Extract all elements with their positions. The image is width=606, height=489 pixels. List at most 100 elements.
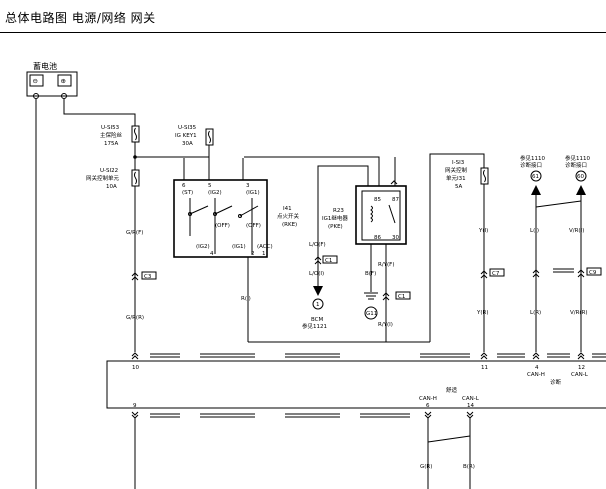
wire-label-lo-i: L/O(I) [309, 271, 324, 277]
wire-label-ry-i: R/Y(I) [378, 322, 393, 328]
module-pin-14: 14 [467, 403, 474, 409]
module-pin-10: 10 [132, 365, 139, 371]
module-pin-4: 4 [535, 365, 539, 371]
bcm-name: BCM [311, 317, 324, 323]
ref61-circle [530, 170, 542, 182]
header-bar: 总体电路图 电源/网络 网关 [0, 0, 606, 33]
fuse-gateway-unit [480, 167, 489, 185]
connector-c1a-box [322, 255, 338, 264]
igsw-pos-off2: (OFF) [246, 223, 261, 229]
igsw-id: I41 [283, 206, 292, 212]
igsw-pin-5: 5 [208, 183, 212, 189]
svg-text:⊕: ⊕ [61, 77, 66, 85]
junction-dot [133, 155, 137, 159]
igsw-pos-acc: (ACC) [257, 244, 273, 250]
connector-c7: C7 [492, 271, 500, 277]
wire-label-l-i: L(I) [530, 228, 539, 234]
igsw-name: 点火开关 [277, 212, 300, 220]
fuse-ig-key1 [205, 128, 214, 146]
igsw-pos-ig2-top: (IG2) [208, 190, 222, 196]
wire-gw-fuse-feed [429, 153, 485, 342]
igsw-pos-st: (ST) [182, 190, 193, 196]
igsw-pos-ig1-top: (IG1) [246, 190, 260, 196]
wire-label-b-r: B(R) [463, 464, 475, 470]
wire-label-b-f: B(F) [365, 271, 376, 277]
module-comfort: 舒适 [446, 386, 458, 394]
connector-c1b-mark [382, 292, 390, 301]
battery-box [26, 71, 78, 97]
relay-pin-87: 87 [392, 197, 399, 203]
relay-name: IG1继电器 [322, 214, 348, 222]
connector-c1a: C1 [325, 258, 332, 264]
battery-label: 蓄电池 [33, 61, 57, 71]
wire-to-igkey1 [135, 145, 210, 158]
twisted-pair-bottom [427, 435, 471, 443]
battery-minus-terminal: ⊖ [29, 74, 44, 87]
fuse-gu-id: I-SI3 [452, 160, 465, 166]
wire-label-r-i: R(I) [241, 296, 251, 302]
ground-g11-circle [364, 306, 378, 320]
ref60-line2: 诊断接口 [565, 161, 587, 169]
connector-c9-box [586, 267, 602, 276]
fuse-gw-name: 网关控制单元 [86, 174, 120, 182]
ground-g11: G11 [366, 311, 377, 317]
connector-c3-mark [131, 272, 139, 281]
igsw-pin-2: 2 [251, 251, 255, 257]
connector-c1a-mark [314, 256, 322, 265]
fuse-main-rating: 175A [104, 141, 118, 147]
wire-label-y-i: Y(I) [478, 228, 488, 234]
ref61-line1: 参见1110 [520, 154, 545, 162]
wire-label-vr-r: V/R(R) [570, 310, 588, 316]
relay-inner [361, 190, 401, 241]
battery-plus-terminal: ⊕ [57, 74, 72, 87]
connector-c3-box [141, 271, 157, 280]
module-can-l-top: CAN-L [571, 372, 589, 378]
ref61-num: 61 [532, 174, 539, 180]
igsw-pin-1: 1 [262, 251, 266, 257]
connector-c7-mark [480, 270, 488, 279]
ref60-circle [575, 170, 587, 182]
fuse-ig-rating: 30A [182, 141, 193, 147]
ref60-num: 60 [577, 174, 584, 180]
bcm-arrow-icon [313, 286, 323, 296]
module-can-h-bot: CAN-H [419, 396, 437, 402]
module-pin-11: 11 [481, 365, 488, 371]
module-top-bus-lines [131, 352, 606, 360]
module-bottom-bus-lines [131, 411, 474, 419]
connector-c1b: C1 [398, 294, 405, 300]
module-pin-12: 12 [578, 365, 585, 371]
ref60-arrow-icon [576, 185, 586, 195]
module-diag: 诊断 [550, 378, 562, 386]
connector-c3: C3 [144, 274, 152, 280]
relay-sub: (PKE) [328, 224, 343, 230]
wire-relay-top [244, 156, 380, 186]
fuse-gw-id: U-SI22 [100, 168, 118, 174]
module-can-h-top: CAN-H [527, 372, 545, 378]
relay-87-mark [390, 180, 398, 185]
wire-label-gr-r: G/R(R) [126, 315, 144, 321]
relay-id: R23 [333, 208, 344, 214]
wire-label-y-r: Y(R) [476, 310, 488, 316]
connector-c9-mark [532, 268, 585, 278]
module-pin-9: 9 [133, 403, 137, 409]
relay-contact [388, 204, 396, 224]
relay-coil [370, 205, 373, 223]
ref61-arrow-icon [531, 185, 541, 195]
svg-text:⊖: ⊖ [33, 77, 38, 85]
fuse-ig-name: IG KEY1 [175, 133, 197, 139]
fuse-main [131, 125, 140, 143]
module-can-l-bot: CAN-L [462, 396, 480, 402]
connector-c1b-box [395, 291, 411, 300]
igsw-pos-ig2: (IG2) [196, 244, 210, 250]
relay-pin-30: 30 [392, 235, 399, 241]
ref60-line1: 参见1110 [565, 154, 590, 162]
battery-neg-post [33, 93, 39, 99]
wire-label-vr-i: V/R(I) [569, 228, 584, 234]
fuse-main-name: 主保险丝 [100, 131, 123, 139]
ground-symbol-icon [364, 292, 378, 300]
twisted-pair-top [535, 200, 582, 208]
fuse-gu-rating: 5A [455, 184, 462, 190]
relay-pin-85: 85 [374, 197, 381, 203]
